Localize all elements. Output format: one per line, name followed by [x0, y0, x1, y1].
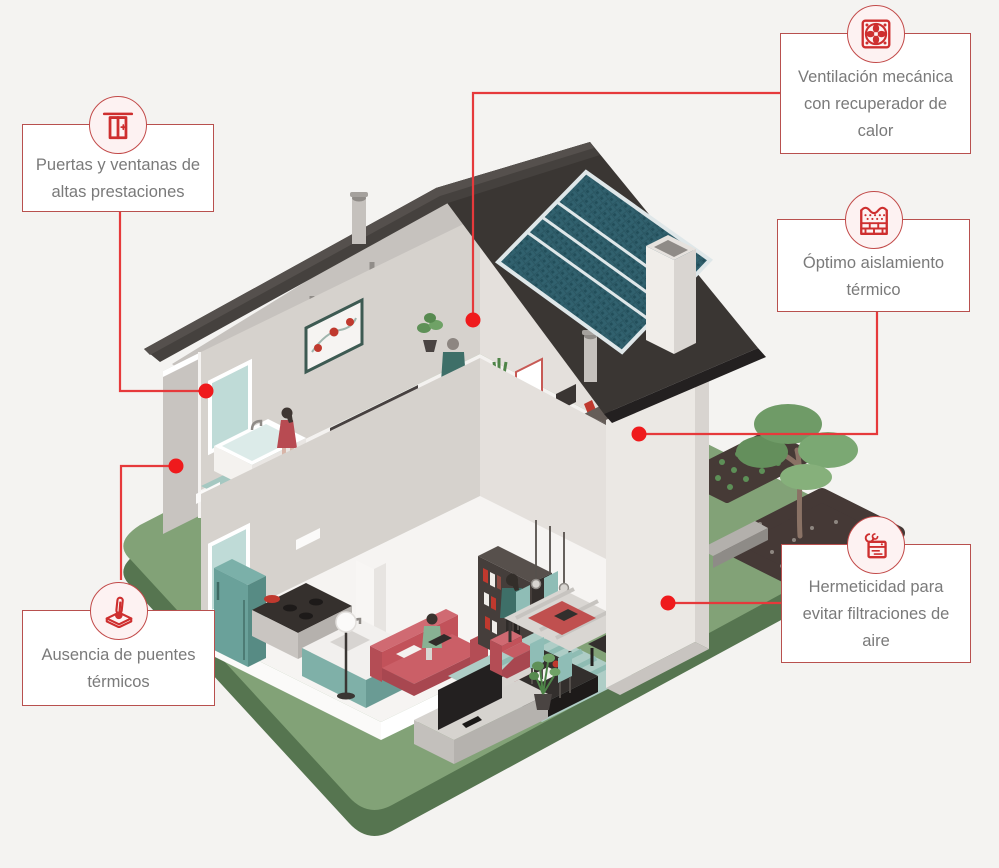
dot-thermal-bridges	[168, 458, 184, 474]
tv	[438, 658, 502, 730]
callout-thermal-bridges: Ausencia de puentes térmicos	[22, 582, 215, 706]
dining-chair	[558, 651, 572, 698]
fan-icon-circle	[846, 5, 905, 63]
cooking-pot	[264, 595, 280, 603]
dot-windows	[198, 383, 214, 399]
window-icon	[102, 112, 134, 140]
callout-windows: Puertas y ventanas de altas prestaciones	[22, 96, 214, 212]
callout-label: Hermeticidad para evitar filtraciones de…	[802, 578, 950, 650]
bath-faucet	[250, 419, 263, 431]
thermometer-slab-icon-circle	[89, 582, 148, 640]
person-sofa	[422, 613, 452, 660]
airtight-box-icon-circle	[847, 516, 905, 574]
tv-media-bench	[414, 658, 548, 764]
callout-label: Puertas y ventanas de altas prestaciones	[35, 156, 201, 201]
airtight-box-icon	[864, 533, 887, 559]
fan-icon	[861, 19, 890, 49]
right-exterior-wall	[606, 374, 709, 695]
insulated-wall-icon-circle	[844, 191, 903, 249]
insulated-wall-icon	[859, 206, 888, 235]
callout-ventilation: Ventilación mecánica con recuperador de …	[780, 5, 971, 154]
roof-vent-pipe	[582, 330, 599, 382]
callout-label: Óptimo aislamiento térmico	[802, 253, 945, 299]
callout-label: Ventilación mecánica con recuperador de …	[797, 68, 953, 140]
potted-plant-large	[529, 653, 561, 710]
callout-insulation: Óptimo aislamiento térmico	[777, 191, 970, 312]
callout-connectors	[118, 91, 879, 605]
connector-windows	[118, 212, 203, 393]
thermometer-slab-icon	[105, 596, 132, 628]
ground-floor	[201, 358, 660, 764]
connector-dots	[168, 312, 676, 611]
connector-insulation	[641, 312, 879, 436]
roof-vent-pipe	[350, 192, 368, 244]
pillow	[396, 645, 422, 658]
sofa	[370, 609, 488, 696]
connector-ventilation	[471, 91, 780, 318]
dot-insulation	[631, 426, 647, 442]
window-icon-circle	[89, 96, 147, 154]
wall-art	[304, 297, 364, 375]
roof-left-slope-edge	[144, 142, 600, 362]
fridge	[214, 559, 266, 667]
left-exterior-wall	[163, 352, 203, 534]
sink	[330, 631, 370, 651]
garden-bench	[700, 521, 768, 568]
dot-ventilation	[465, 312, 481, 328]
dining-area	[504, 520, 642, 698]
red-armchair	[490, 630, 534, 687]
connector-thermal-bridges	[119, 464, 172, 580]
wall-vent-grille	[296, 528, 320, 550]
callout-airtightness: Hermeticidad para evitar filtraciones de…	[781, 516, 971, 663]
dot-airtightness	[660, 595, 676, 611]
laptop	[428, 634, 452, 646]
roof	[144, 142, 766, 423]
globe-floor-lamp	[335, 611, 357, 700]
callout-label: Ausencia de puentes térmicos	[41, 646, 196, 691]
chimney	[646, 235, 696, 354]
